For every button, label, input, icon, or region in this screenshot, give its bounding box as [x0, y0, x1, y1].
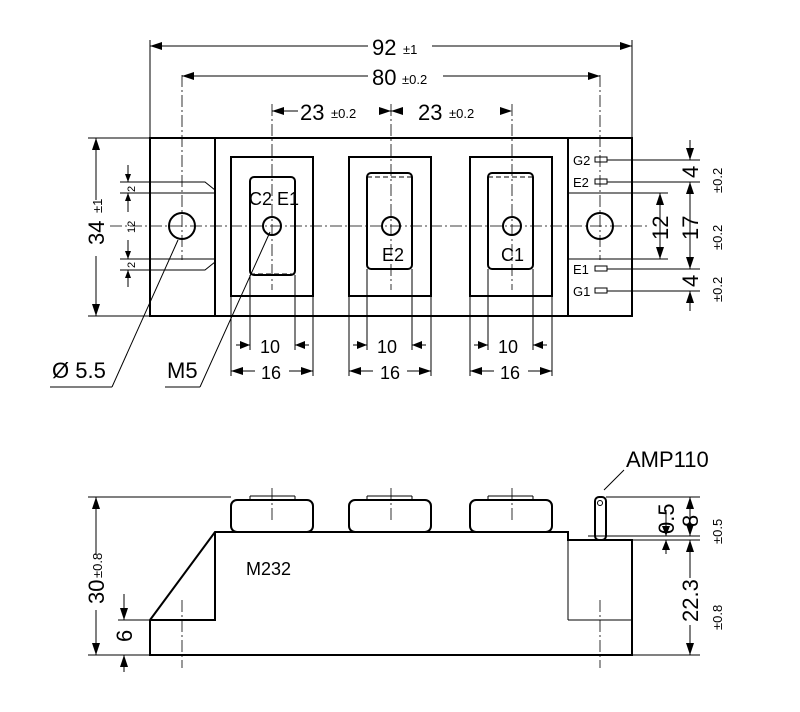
amp-pin: AMP110	[588, 447, 709, 541]
module-outline	[149, 137, 633, 317]
svg-text:12: 12	[648, 216, 673, 240]
dim-right-pins: 12 17 ±0.2 4 ±0.2 4 ±0.2	[607, 140, 725, 311]
svg-text:±0.2: ±0.2	[710, 225, 725, 250]
side-view: AMP110 M232 30 ±0.8 6	[84, 447, 725, 672]
side-body	[149, 531, 633, 656]
terminal-1-label: C2 E1	[249, 189, 299, 209]
pin-e1-label: E1	[573, 262, 589, 277]
svg-text:16: 16	[500, 363, 520, 383]
svg-text:80: 80	[372, 65, 396, 90]
svg-text:8: 8	[678, 515, 703, 527]
connector-label: AMP110	[626, 447, 709, 472]
svg-text:±0.2: ±0.2	[402, 72, 427, 87]
side-terminal-3	[469, 499, 553, 533]
terminal-3-label: C1	[501, 245, 524, 265]
pin-g1-label: G1	[573, 284, 590, 299]
svg-text:16: 16	[380, 363, 400, 383]
svg-text:±0.2: ±0.2	[449, 106, 474, 121]
svg-text:±1: ±1	[90, 199, 105, 213]
hole-diameter-label: Ø 5.5	[52, 358, 106, 383]
pin-g2-label: G2	[573, 153, 590, 168]
svg-text:2: 2	[126, 186, 138, 192]
svg-text:34: 34	[84, 221, 109, 245]
svg-text:92: 92	[372, 35, 396, 60]
dim-terminal-pitch: 23 ±0.2 23 ±0.2	[272, 100, 512, 125]
terminal-2-label: E2	[382, 245, 404, 265]
svg-text:6: 6	[112, 630, 137, 642]
svg-text:10: 10	[377, 337, 397, 357]
screw-label: M5	[167, 358, 198, 383]
svg-text:±0.2: ±0.2	[710, 277, 725, 302]
svg-text:0.5: 0.5	[654, 503, 679, 534]
dim-width: 34 ±1	[84, 137, 150, 317]
svg-text:17: 17	[678, 216, 703, 240]
svg-text:10: 10	[260, 337, 280, 357]
svg-text:22.3: 22.3	[678, 579, 703, 622]
part-label: M232	[246, 559, 291, 579]
svg-text:4: 4	[678, 275, 703, 287]
pin-e2-label: E2	[573, 175, 589, 190]
dim-base-height: 6	[112, 594, 150, 672]
dim-terminal-widths: 10 10 10 16 16 16	[230, 269, 553, 383]
svg-text:23: 23	[418, 100, 442, 125]
dim-mount-spacing: 80 ±0.2	[182, 65, 600, 90]
dim-side-right: 0.5 8 ±0.5 22.3 ±0.8	[606, 496, 725, 656]
svg-text:±0.2: ±0.2	[710, 168, 725, 193]
side-terminal-2	[348, 499, 432, 533]
svg-text:30: 30	[84, 580, 109, 604]
svg-text:23: 23	[300, 100, 324, 125]
dim-left-tab: 2 12 2	[120, 165, 150, 287]
dim-overall-length: 92 ±1	[149, 35, 633, 138]
svg-text:±0.2: ±0.2	[331, 106, 356, 121]
top-view: C2 E1 E2 C1 G2	[50, 35, 725, 388]
svg-text:16: 16	[261, 363, 281, 383]
svg-text:4: 4	[678, 166, 703, 178]
aux-pins: G2 E2 E1 G1	[573, 153, 608, 299]
terminal-2: E2	[348, 156, 432, 297]
svg-text:±1: ±1	[403, 42, 417, 57]
svg-text:±0.8: ±0.8	[90, 553, 105, 578]
svg-text:±0.5: ±0.5	[710, 519, 725, 544]
svg-text:2: 2	[126, 262, 138, 268]
svg-text:±0.8: ±0.8	[710, 605, 725, 630]
svg-text:10: 10	[498, 337, 518, 357]
terminal-3: C1	[469, 156, 553, 297]
hole-leaders: Ø 5.5 M5	[50, 231, 271, 388]
dim-height: 30 ±0.8	[84, 496, 231, 656]
svg-text:12: 12	[126, 221, 138, 233]
